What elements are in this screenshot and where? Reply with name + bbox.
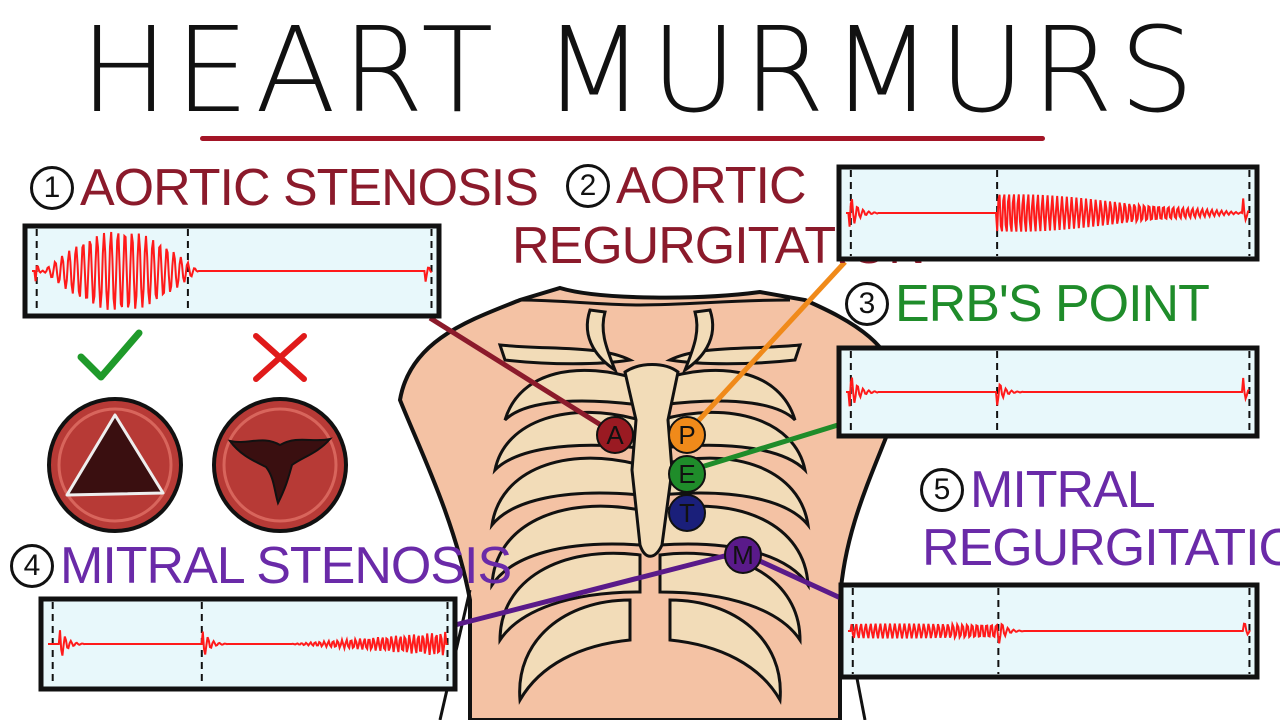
aortic-stenosis-waveform: [22, 223, 442, 319]
cross-mark-icon: [253, 333, 307, 382]
label-text: ERB'S POINT: [895, 275, 1210, 333]
label-text: AORTIC STENOSIS: [80, 159, 539, 217]
mitral-regurgitation-label-line2: REGURGITATION: [922, 519, 1280, 577]
aortic-regurgitation-waveform: [836, 164, 1260, 262]
tricuspid-point-marker: T: [668, 494, 706, 532]
label-number: 2: [566, 164, 610, 208]
normal-aortic-valve-icon: [47, 397, 183, 533]
waveform-trace: [846, 377, 1250, 407]
label-number: 1: [30, 166, 74, 210]
pulmonic-connector: [686, 260, 847, 434]
aortic-point-marker: A: [596, 416, 634, 454]
label-text-line1: AORTIC: [616, 157, 807, 215]
stenotic-aortic-valve-icon: [212, 397, 348, 533]
label-text-line1: MITRAL: [970, 461, 1156, 519]
waveform-trace: [48, 630, 448, 656]
label-number: 3: [845, 282, 889, 326]
label-text: MITRAL STENOSIS: [60, 537, 512, 595]
waveform-trace: [846, 194, 1250, 232]
label-number: 5: [920, 468, 964, 512]
mitral-regurgitation-waveform: [838, 582, 1260, 680]
erbs-point-waveform: [836, 345, 1260, 439]
check-mark-icon: [77, 329, 143, 381]
mitral-stenosis-waveform: [38, 596, 458, 692]
mitral-point-marker: M: [724, 536, 762, 574]
erbs-point-marker: E: [668, 455, 706, 493]
waveform-trace: [32, 231, 433, 310]
erbs-connector: [684, 422, 839, 475]
label-number: 4: [10, 544, 54, 588]
aortic-connector: [428, 315, 614, 435]
page-title: HEART MURMURS: [79, 1, 1201, 139]
pulmonic-point-marker: P: [668, 416, 706, 454]
sternum: [623, 363, 680, 558]
title-underline: [200, 136, 1045, 141]
waveform-trace: [848, 620, 1251, 644]
mitral-stenosis-connector: [454, 549, 741, 628]
